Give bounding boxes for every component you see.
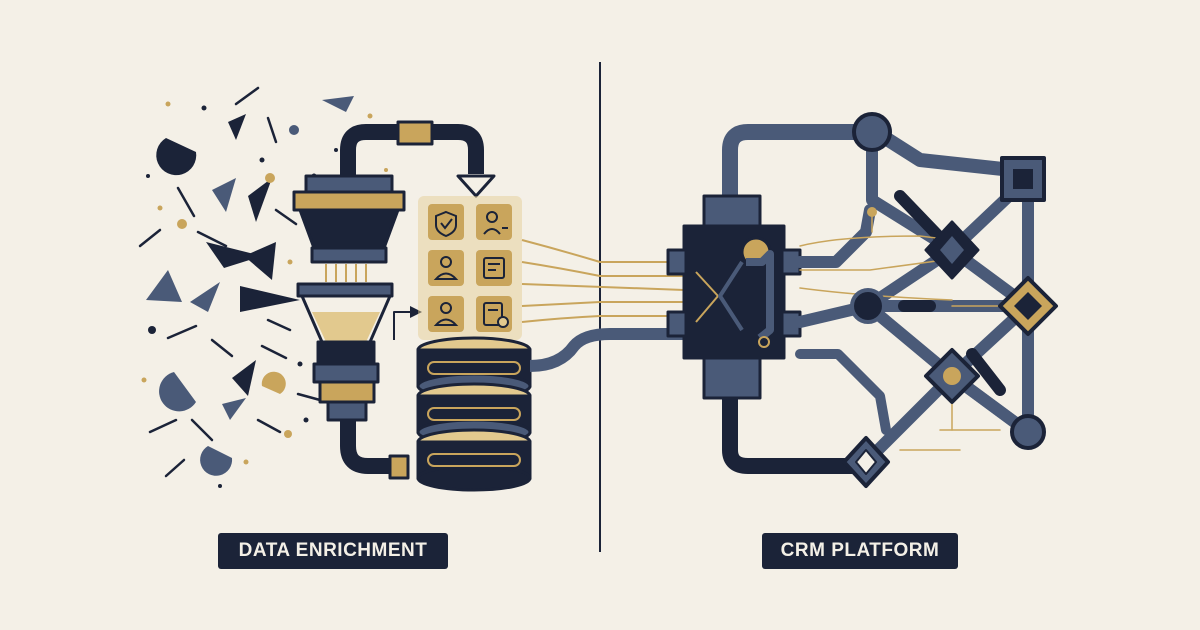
arrow-down-icon xyxy=(456,174,496,198)
data-enrichment-label: DATA ENRICHMENT xyxy=(218,533,448,569)
node-center xyxy=(850,288,886,324)
user-icon xyxy=(428,250,464,286)
connector-block-icon xyxy=(666,124,856,474)
shield-check-icon xyxy=(428,204,464,240)
node-bottom-right xyxy=(1010,414,1046,450)
crm-platform-label: CRM PLATFORM xyxy=(762,533,958,569)
funnel-icon xyxy=(292,120,496,480)
node-top xyxy=(852,112,892,152)
id-card-icon xyxy=(476,250,512,286)
scattered-data-fragments xyxy=(138,86,354,478)
document-check-icon xyxy=(476,296,512,332)
database-icon xyxy=(416,336,532,492)
scattered-dots xyxy=(141,101,388,488)
user-icon xyxy=(428,296,464,332)
circuit-network-icon xyxy=(794,112,1058,488)
enrichment-tiles xyxy=(418,196,522,340)
user-link-icon xyxy=(476,204,512,240)
data-flow-lines xyxy=(521,239,685,372)
